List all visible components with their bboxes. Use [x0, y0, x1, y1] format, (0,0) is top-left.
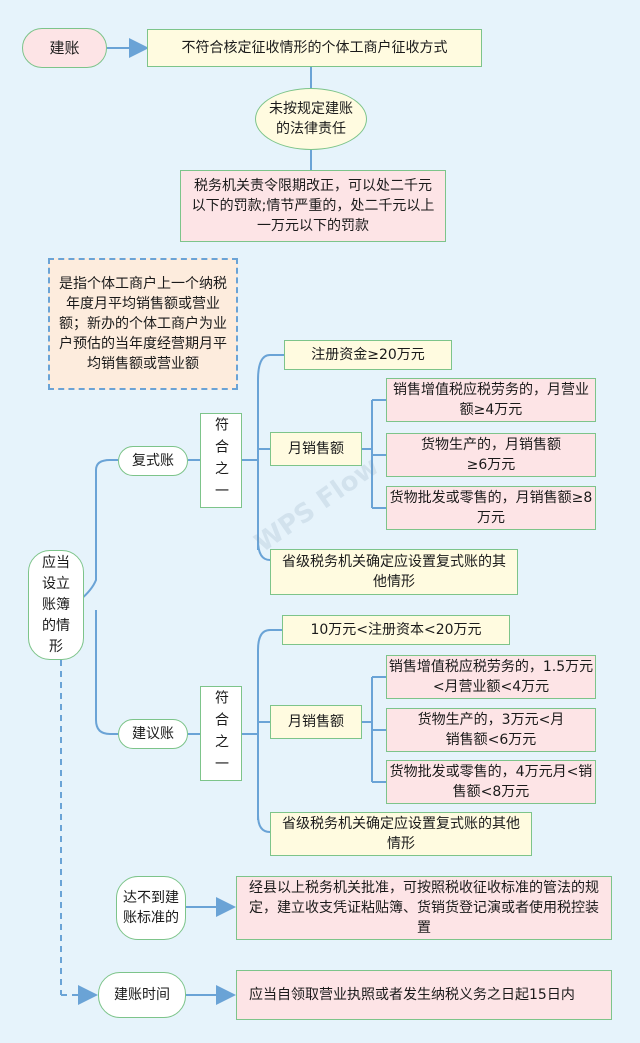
node-yingdang[interactable]: 应当设立账簿的情形 [28, 550, 84, 660]
node-jianyi-a[interactable]: 销售增值税应税劳务的，1.5万元<月营业额<4万元 [386, 655, 596, 699]
node-jianyi-b[interactable]: 货物生产的，3万元<月销售额<6万元 [386, 708, 596, 752]
node-fushi-a-label: 销售增值税应税劳务的，月营业额≥4万元 [393, 382, 589, 418]
node-yue1-label: 月销售额 [288, 441, 344, 457]
node-dabudao[interactable]: 达不到建账标准的 [116, 876, 186, 940]
node-sheng1-label: 省级税务机关确定应设置复式账的其他情形 [282, 554, 506, 590]
node-fushi-a[interactable]: 销售增值税应税劳务的，月营业额≥4万元 [386, 378, 596, 422]
node-fushi-c-label: 货物批发或零售的，月销售额≥8万元 [389, 490, 593, 526]
node-jianzhang-label: 建账 [49, 39, 80, 57]
node-jianzhang[interactable]: 建账 [22, 28, 107, 68]
node-yue2[interactable]: 月销售额 [270, 705, 362, 739]
node-buhehe-label: 不符合核定征收情形的个体工商户征收方式 [181, 40, 448, 56]
node-sheng1[interactable]: 省级税务机关确定应设置复式账的其他情形 [270, 549, 518, 595]
node-yue1[interactable]: 月销售额 [270, 432, 362, 466]
note-box-label: 是指个体工商户上一个纳税年度月平均销售额或营业额；新办的个体工商户为业户预估的当… [59, 276, 227, 372]
node-falv-label: 未按规定建账的法律责任 [269, 101, 353, 137]
node-fushi-b-label: 货物生产的，月销售额≥6万元 [421, 437, 561, 473]
node-sheng2-label: 省级税务机关确定应设置复式账的其他情形 [282, 816, 520, 852]
node-jianyi-label: 建议账 [132, 726, 174, 742]
node-shijian-desc-label: 应当自领取营业执照或者发生纳税义务之日起15日内 [249, 987, 575, 1003]
node-zhuce2-label: 10万元<注册资本<20万元 [310, 622, 482, 638]
node-yingdang-label: 应当设立账簿的情形 [42, 554, 70, 655]
node-fushi-b[interactable]: 货物生产的，月销售额≥6万元 [386, 433, 596, 477]
node-dabudao-desc-label: 经县以上税务机关批准，可按照税收征收标准的管法的规定，建立收支凭证粘贴簿、货销货… [249, 880, 599, 936]
node-buhehe[interactable]: 不符合核定征收情形的个体工商户征收方式 [147, 29, 482, 67]
node-fuhe1-label: 符合之一 [213, 416, 229, 505]
node-falv[interactable]: 未按规定建账的法律责任 [255, 88, 367, 150]
node-zhuce2[interactable]: 10万元<注册资本<20万元 [282, 615, 510, 645]
node-fushi-label: 复式账 [132, 453, 174, 469]
node-fuhe1[interactable]: 符合之一 [200, 413, 242, 508]
node-fuhe2-label: 符合之一 [213, 689, 229, 778]
node-fuhe2[interactable]: 符合之一 [200, 686, 242, 781]
node-jianyi-c[interactable]: 货物批发或零售的，4万元月<销售额<8万元 [386, 760, 596, 804]
node-fushi[interactable]: 复式账 [118, 446, 188, 476]
node-dabudao-label: 达不到建账标准的 [123, 890, 179, 926]
node-fushi-c[interactable]: 货物批发或零售的，月销售额≥8万元 [386, 486, 596, 530]
node-fakuan[interactable]: 税务机关责令限期改正，可以处二千元以下的罚款;情节严重的，处二千元以上一万元以下… [180, 170, 446, 242]
node-zhuce1-label: 注册资金≥20万元 [311, 347, 425, 363]
node-sheng2[interactable]: 省级税务机关确定应设置复式账的其他情形 [270, 812, 532, 856]
node-jianyi-c-label: 货物批发或零售的，4万元月<销售额<8万元 [389, 764, 593, 800]
node-dabudao-desc[interactable]: 经县以上税务机关批准，可按照税收征收标准的管法的规定，建立收支凭证粘贴簿、货销货… [236, 876, 612, 940]
node-jianyi-a-label: 销售增值税应税劳务的，1.5万元<月营业额<4万元 [388, 659, 594, 695]
node-jianyi[interactable]: 建议账 [118, 719, 188, 749]
node-zhuce1[interactable]: 注册资金≥20万元 [284, 340, 452, 370]
node-shijian-desc[interactable]: 应当自领取营业执照或者发生纳税义务之日起15日内 [236, 970, 612, 1020]
node-yue2-label: 月销售额 [288, 714, 344, 730]
node-shijian[interactable]: 建账时间 [98, 972, 186, 1018]
node-fakuan-label: 税务机关责令限期改正，可以处二千元以下的罚款;情节严重的，处二千元以上一万元以下… [191, 178, 435, 234]
node-jianyi-b-label: 货物生产的，3万元<月销售额<6万元 [417, 712, 565, 748]
node-shijian-label: 建账时间 [114, 987, 170, 1003]
note-box[interactable]: 是指个体工商户上一个纳税年度月平均销售额或营业额；新办的个体工商户为业户预估的当… [48, 258, 238, 390]
